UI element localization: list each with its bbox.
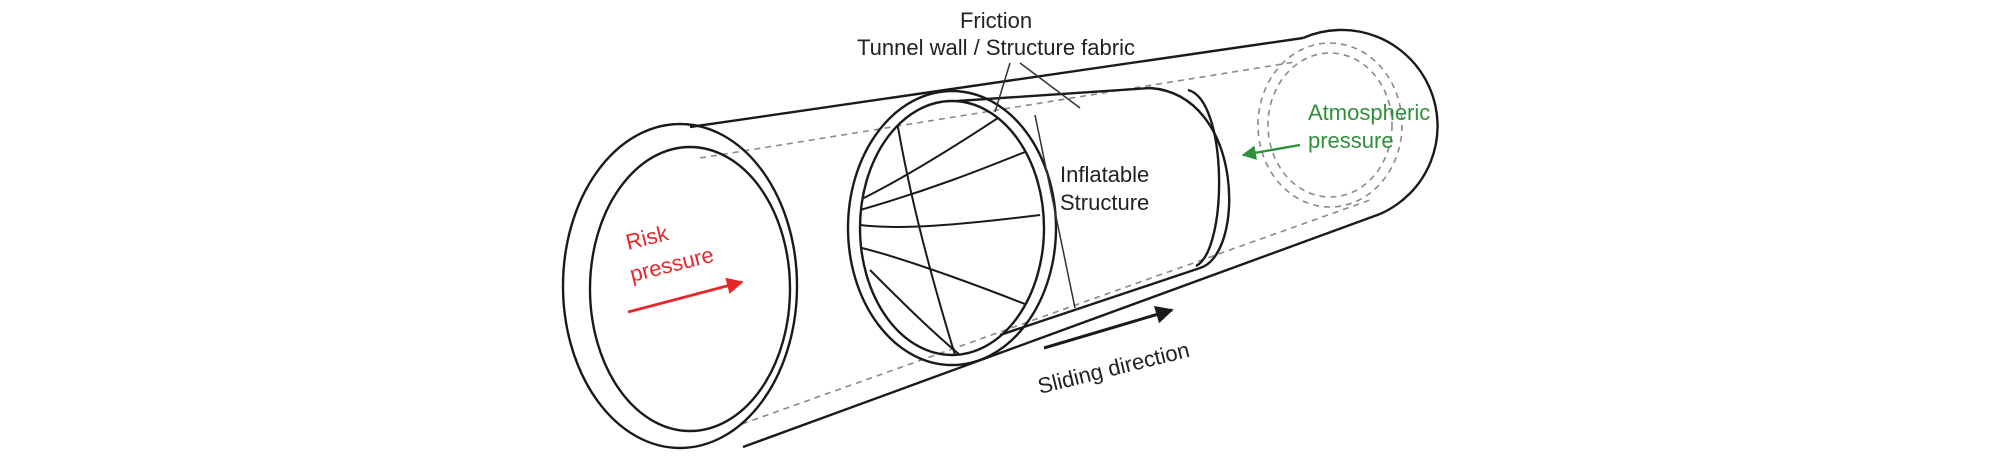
inflatable-rear-rim — [1187, 88, 1221, 268]
sliding-direction-arrow — [1043, 305, 1174, 350]
inflatable-leader — [1034, 114, 1076, 309]
atmospheric-pressure-label: Atmospheric — [1308, 100, 1430, 125]
sphere-seams — [860, 109, 1041, 355]
inflatable-label-line2: Structure — [1060, 190, 1149, 215]
leader-lines — [994, 62, 1081, 309]
atmospheric-pressure-label-line2: pressure — [1308, 128, 1394, 153]
friction-leader-fabric — [1019, 62, 1081, 109]
risk-pressure-arrow — [627, 277, 744, 314]
atmospheric-pressure-arrow — [1241, 143, 1301, 160]
tunnel-front-opening — [561, 122, 799, 450]
tunnel-outer — [689, 28, 1439, 449]
sliding-direction-label: Sliding direction — [1035, 337, 1192, 399]
friction-label: Friction — [960, 8, 1032, 33]
risk-pressure-label: Risk — [623, 220, 672, 255]
friction-leader-wall — [994, 62, 1011, 113]
friction-sublabel: Tunnel wall / Structure fabric — [857, 35, 1135, 60]
inflatable-sphere-outer — [846, 89, 1058, 367]
inflatable-structure — [846, 86, 1231, 367]
inflatable-sphere — [858, 99, 1046, 357]
tunnel-inner-dashed — [699, 42, 1403, 425]
inflatable-label: Inflatable — [1060, 162, 1149, 187]
